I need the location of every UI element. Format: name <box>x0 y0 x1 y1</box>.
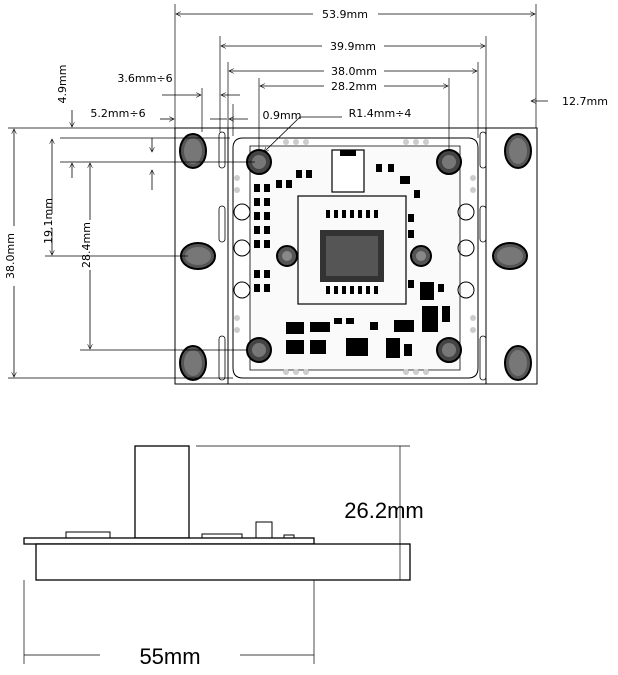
dim-hole-radius: R1.4mm÷4 <box>264 107 411 152</box>
dim-side-offset: 12.7mm <box>531 95 608 108</box>
dim-center-offset: 19.1mm <box>42 138 255 257</box>
slot-width-label: 3.6mm÷6 <box>117 72 172 85</box>
hole-spacing-y-label: 28.4mm <box>80 222 93 268</box>
dim-board-width: 38.0mm <box>227 62 479 138</box>
dim-overall-width: 53.9mm <box>174 4 537 128</box>
top-view: 53.9mm 39.9mm 38.0mm 28.2mm <box>4 4 608 385</box>
bracket-width-label: 39.9mm <box>330 40 376 53</box>
bracket-side <box>35 543 411 581</box>
dim-side-height: 26.2mm <box>196 445 424 580</box>
top-margin-label: 4.9mm <box>56 65 69 104</box>
mounting-bracket <box>174 127 538 385</box>
side-view: 26.2mm 55mm <box>23 445 424 669</box>
side-width-label: 55mm <box>139 644 200 669</box>
dim-slot-width: 3.6mm÷6 <box>117 72 240 132</box>
slot-right-top <box>479 131 487 169</box>
pcb-side <box>23 537 315 545</box>
pcb-board <box>232 137 479 379</box>
slot-right-bottom <box>479 335 487 381</box>
dim-hole-spacing-x: 28.2mm <box>258 78 450 150</box>
lens-holder <box>134 445 190 539</box>
slot-left-mid <box>218 205 226 243</box>
board-width-label: 38.0mm <box>331 65 377 78</box>
bracket-holes <box>179 133 532 381</box>
dim-hole-spacing-y: 28.4mm <box>80 163 248 351</box>
slot-offset-label: 5.2mm÷6 <box>90 107 145 120</box>
edge-gap-label: 0.9mm <box>263 109 302 122</box>
board-height-label: 38.0mm <box>4 233 17 279</box>
dim-bracket-width: 39.9mm <box>219 36 487 132</box>
slot-right-mid <box>479 205 487 243</box>
slot-left-bottom <box>218 335 226 381</box>
overall-width-label: 53.9mm <box>322 8 368 21</box>
dim-slot-offset: 5.2mm÷6 <box>90 107 248 120</box>
hole-spacing-x-label: 28.2mm <box>331 80 377 93</box>
side-offset-label: 12.7mm <box>562 95 608 108</box>
center-offset-label: 19.1mm <box>42 198 55 244</box>
dim-board-height: 38.0mm <box>4 127 233 379</box>
slot-left-top <box>218 131 226 169</box>
dim-edge-gap: 0.9mm <box>210 104 301 136</box>
dim-side-width: 55mm <box>24 644 314 669</box>
dim-top-margin: 4.9mm <box>56 65 230 139</box>
side-height-label: 26.2mm <box>344 498 423 523</box>
hole-radius-label: R1.4mm÷4 <box>349 107 412 120</box>
